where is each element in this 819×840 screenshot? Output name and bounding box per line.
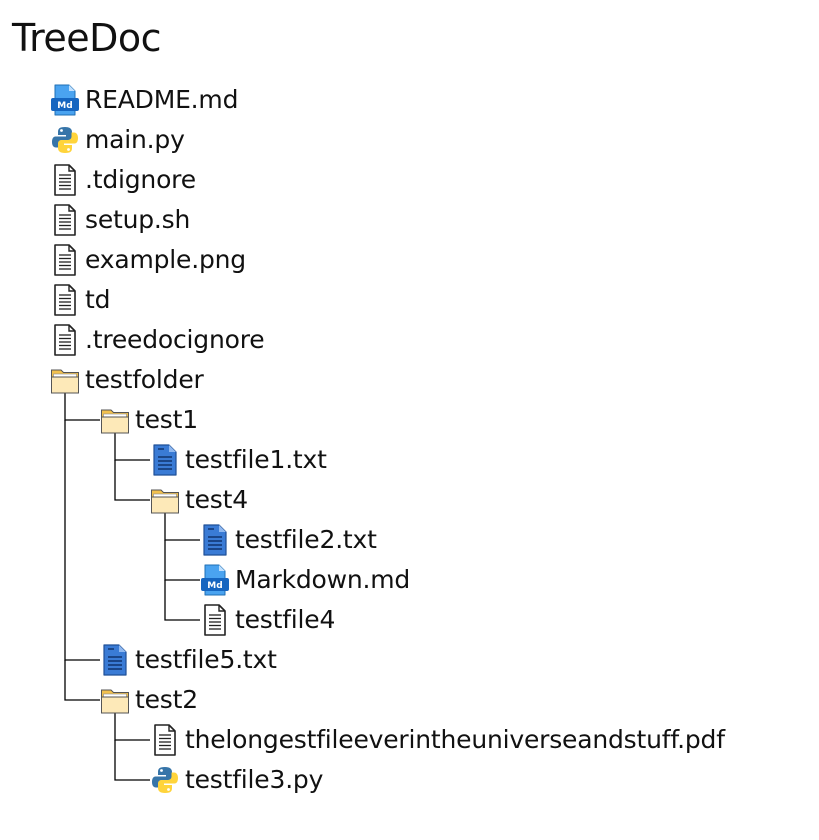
tree-item-markdown-md[interactable]: Markdown.md — [200, 560, 410, 600]
tree-item-main-py[interactable]: main.py — [50, 120, 185, 160]
tree-item-testfile5[interactable]: testfile5.txt — [100, 640, 277, 680]
connector-markdown — [164, 540, 200, 581]
tree-item-label: test1 — [135, 405, 198, 434]
tree-item-label: testfile3.py — [185, 765, 324, 794]
generic-file-icon — [50, 163, 80, 197]
tree-item-label: setup.sh — [85, 205, 191, 234]
python-file-icon — [50, 123, 80, 157]
python-file-icon — [150, 763, 180, 797]
tree-item-label: testfolder — [85, 365, 204, 394]
tree-item-label: testfile1.txt — [185, 445, 327, 474]
folder-icon — [100, 683, 130, 717]
tree-folder-test1[interactable]: test1 — [100, 400, 198, 440]
tree-item-testfile1[interactable]: testfile1.txt — [150, 440, 327, 480]
tree-item-label: testfile5.txt — [135, 645, 277, 674]
page-title: TreeDoc — [12, 16, 162, 60]
markdown-file-icon — [200, 563, 230, 597]
folder-icon — [100, 403, 130, 437]
tree-folder-testfolder[interactable]: testfolder — [50, 360, 204, 400]
folder-icon — [150, 483, 180, 517]
tree-item-label: td — [85, 285, 111, 314]
tree-item-testfile4[interactable]: testfile4 — [200, 600, 335, 640]
tree-item-testfile3-py[interactable]: testfile3.py — [150, 760, 323, 800]
connector-testfile4 — [164, 580, 200, 621]
generic-file-icon — [200, 603, 230, 637]
connector-testfile3 — [114, 740, 150, 781]
tree-item-label: testfile4 — [235, 605, 336, 634]
tree-item-tdignore[interactable]: .tdignore — [50, 160, 196, 200]
generic-file-icon — [50, 203, 80, 237]
generic-file-icon — [50, 243, 80, 277]
tree-item-readme[interactable]: README.md — [50, 80, 238, 120]
folder-icon — [50, 363, 80, 397]
tree-item-treedocignore[interactable]: .treedocignore — [50, 320, 265, 360]
tree-item-testfile2[interactable]: testfile2.txt — [200, 520, 377, 560]
connector-test2 — [64, 660, 100, 701]
tree-item-setup-sh[interactable]: setup.sh — [50, 200, 190, 240]
markdown-file-icon — [50, 83, 80, 117]
text-file-icon — [200, 523, 230, 557]
tree-item-td[interactable]: td — [50, 280, 110, 320]
tree-item-label: README.md — [85, 85, 239, 114]
generic-file-icon — [50, 283, 80, 317]
generic-file-icon — [150, 723, 180, 757]
text-file-icon — [150, 443, 180, 477]
connector-testfile5 — [64, 420, 100, 661]
tree-item-label: test4 — [185, 485, 248, 514]
connector-test4 — [114, 460, 150, 501]
tree-item-label: .treedocignore — [85, 325, 265, 354]
tree-item-label: Markdown.md — [235, 565, 411, 594]
tree-item-longest-pdf[interactable]: thelongestfileeverintheuniverseandstuff.… — [150, 720, 725, 760]
tree-item-label: .tdignore — [85, 165, 196, 194]
generic-file-icon — [50, 323, 80, 357]
tree-item-example-png[interactable]: example.png — [50, 240, 246, 280]
tree-item-label: main.py — [85, 125, 185, 154]
tree-item-label: test2 — [135, 685, 198, 714]
tree-folder-test4[interactable]: test4 — [150, 480, 248, 520]
tree-item-label: thelongestfileeverintheuniverseandstuff.… — [185, 725, 725, 754]
text-file-icon — [100, 643, 130, 677]
tree-item-label: testfile2.txt — [235, 525, 377, 554]
tree-item-label: example.png — [85, 245, 246, 274]
tree-folder-test2[interactable]: test2 — [100, 680, 198, 720]
